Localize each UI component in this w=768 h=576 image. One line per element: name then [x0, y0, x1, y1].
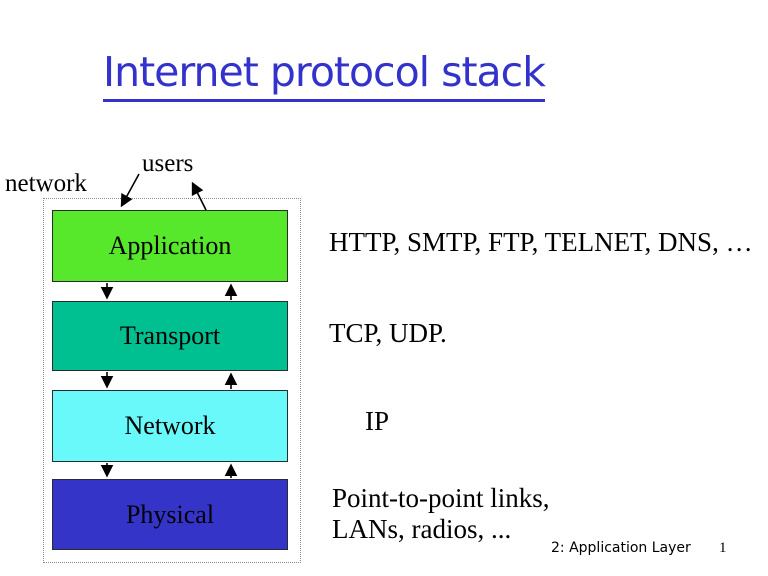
network-protocols-annotation: IP: [365, 406, 390, 436]
layer-box-network: Network: [52, 390, 288, 462]
physical-media-annotation: Point-to-point links, LANs, radios, ...: [332, 483, 550, 545]
application-protocols-annotation: HTTP, SMTP, FTP, TELNET, DNS, …: [329, 227, 753, 257]
physical-media-line-2: LANs, radios, ...: [332, 514, 512, 544]
layer-label-application: Application: [108, 231, 232, 260]
users-label: users: [142, 150, 194, 177]
transport-protocols-annotation: TCP, UDP.: [329, 318, 447, 348]
layer-label-physical: Physical: [125, 499, 215, 529]
footer-page-number: 1: [719, 540, 727, 556]
network-label: network: [5, 170, 87, 197]
physical-media-line-1: Point-to-point links,: [332, 483, 550, 513]
layer-box-physical: Physical: [52, 479, 288, 550]
layer-label-network: Network: [124, 411, 216, 440]
layer-box-transport: Transport: [52, 301, 288, 371]
footer-section-label: 2: Application Layer: [551, 540, 691, 556]
layer-box-application: Application: [52, 210, 288, 282]
page-title: Internet protocol stack: [103, 48, 546, 102]
layer-label-transport: Transport: [119, 321, 221, 350]
